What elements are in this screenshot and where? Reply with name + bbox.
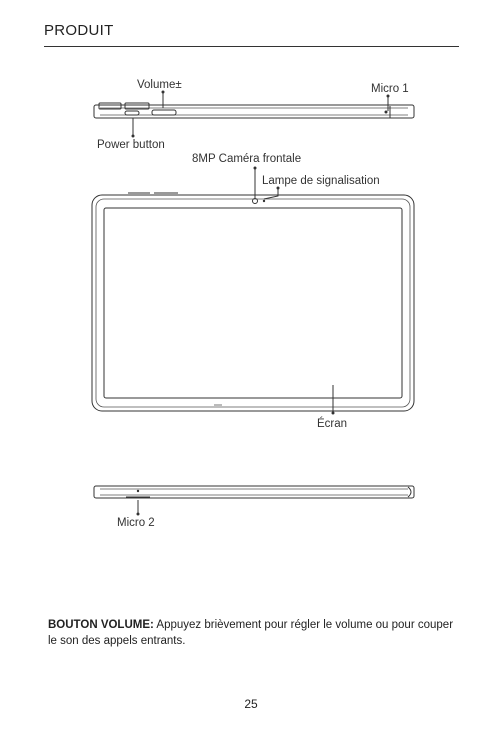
volume-button-note: BOUTON VOLUME: Appuyez brièvement pour r… bbox=[48, 617, 458, 649]
note-text: Appuyez brièvement pour régler le volume… bbox=[48, 619, 454, 647]
volume-label: Volume± bbox=[137, 79, 182, 91]
micro2-label: Micro 2 bbox=[117, 517, 155, 529]
micro1-callout-dot bbox=[386, 94, 390, 98]
indicator-lamp bbox=[262, 199, 266, 203]
volume-callout-dot bbox=[161, 90, 165, 94]
tablet-bezel-inner bbox=[95, 198, 411, 408]
page-title: PRODUIT bbox=[44, 22, 114, 39]
note-title: BOUTON VOLUME: bbox=[48, 619, 154, 631]
screen-callout-dot bbox=[331, 411, 335, 415]
page-number: 25 bbox=[244, 697, 258, 711]
header-divider bbox=[44, 46, 459, 47]
front-camera-lens bbox=[252, 198, 258, 204]
screen-area bbox=[103, 207, 403, 399]
power-button-label: Power button bbox=[97, 139, 165, 151]
tablet-body-outline bbox=[91, 194, 415, 412]
power-callout-dot bbox=[131, 134, 135, 138]
top-edge-outline bbox=[93, 104, 415, 119]
micro1-label: Micro 1 bbox=[371, 83, 409, 95]
bottom-edge-outline bbox=[93, 485, 415, 499]
bottom-edge-view bbox=[93, 485, 415, 516]
port-cap bbox=[98, 102, 122, 110]
lamp-callout-line bbox=[263, 188, 279, 200]
camera-callout-dot bbox=[253, 166, 257, 170]
volume-rocker-shape bbox=[151, 109, 177, 116]
lamp-callout-dot bbox=[276, 186, 280, 190]
front-view bbox=[91, 166, 415, 415]
power-button-shape bbox=[124, 102, 150, 110]
micro1-hole bbox=[384, 110, 388, 114]
bottom-edge-corner bbox=[407, 486, 412, 498]
micro2-hole bbox=[136, 489, 140, 493]
power-button-slot bbox=[124, 110, 140, 116]
camera-label: 8MP Caméra frontale bbox=[192, 153, 302, 165]
micro2-callout-dot bbox=[136, 512, 140, 516]
screen-label: Écran bbox=[317, 418, 348, 430]
lamp-label: Lampe de signalisation bbox=[262, 175, 380, 187]
top-edge-view bbox=[93, 90, 415, 138]
